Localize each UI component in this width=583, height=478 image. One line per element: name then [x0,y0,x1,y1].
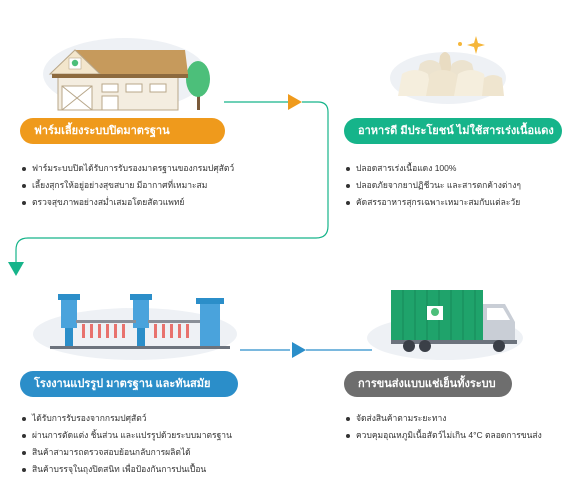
step-4-bullets: จัดส่งสินค้าตามระยะทาง ควบคุมอุณหภูมิเนื… [346,410,542,444]
step-4-title: การขนส่งแบบแช่เย็นทั้งระบบ [344,371,512,397]
list-item: ฟาร์มระบบปิดได้รับการรับรองมาตรฐานของกรม… [22,160,234,177]
step-1-bullets: ฟาร์มระบบปิดได้รับการรับรองมาตรฐานของกรม… [22,160,234,211]
list-item: ปลอดภัยจากยาปฏิชีวนะ และสารตกค้างต่างๆ [346,177,521,194]
list-item: ควบคุมอุณหภูมิเนื้อสัตว์ไม่เกิน 4°C ตลอด… [346,427,542,444]
factory-line-icon [33,294,237,360]
connector-1-to-2 [15,94,329,262]
step-2-title: อาหารดี มีประโยชน์ ไม่ใช้สารเร่งเนื้อแดง [344,118,562,144]
step-2-bullets: ปลอดสารเร่งเนื้อแดง 100% ปลอดภัยจากยาปฏิ… [346,160,521,211]
arrow-right-icon [292,342,306,358]
truck-illustration [365,282,525,362]
list-item: สินค้าสามารถตรวจสอบย้อนกลับการผลิตได้ [22,444,232,461]
feed-sacks-icon [390,36,506,104]
list-item: ผ่านการตัดแต่ง ชิ้นส่วน และแปรรูปด้วยระบ… [22,427,232,444]
feed-illustration [390,34,510,106]
arrow-right-icon [288,94,302,110]
factory-illustration [30,284,240,360]
list-item: เลี้ยงสุกรให้อยู่อย่างสุขสบาย มีอากาศที่… [22,177,234,194]
list-item: คัดสรรอาหารสุกรเฉพาะเหมาะสมกับแต่ละวัย [346,194,521,211]
list-item: สินค้าบรรจุในถุงปิดสนิท เพื่อป้องกันการป… [22,461,232,478]
step-3-bullets: ได้รับการรับรองจากกรมปศุสัตว์ ผ่านการตัด… [22,410,232,478]
step-3-title: โรงงานแปรรูป มาตรฐาน และทันสมัย [20,371,238,397]
list-item: จัดส่งสินค้าตามระยะทาง [346,410,542,427]
list-item: ตรวจสุขภาพอย่างสม่ำเสมอโดยสัตวแพทย์ [22,194,234,211]
arrow-down-icon [8,262,24,276]
connector-3-to-4 [240,342,372,358]
list-item: ได้รับการรับรองจากกรมปศุสัตว์ [22,410,232,427]
barn-icon [43,38,210,111]
farm-illustration [40,34,220,116]
step-1-title: ฟาร์มเลี้ยงระบบปิดมาตรฐาน [20,118,225,144]
list-item: ปลอดสารเร่งเนื้อแดง 100% [346,160,521,177]
refrigerated-truck-icon [367,290,523,360]
